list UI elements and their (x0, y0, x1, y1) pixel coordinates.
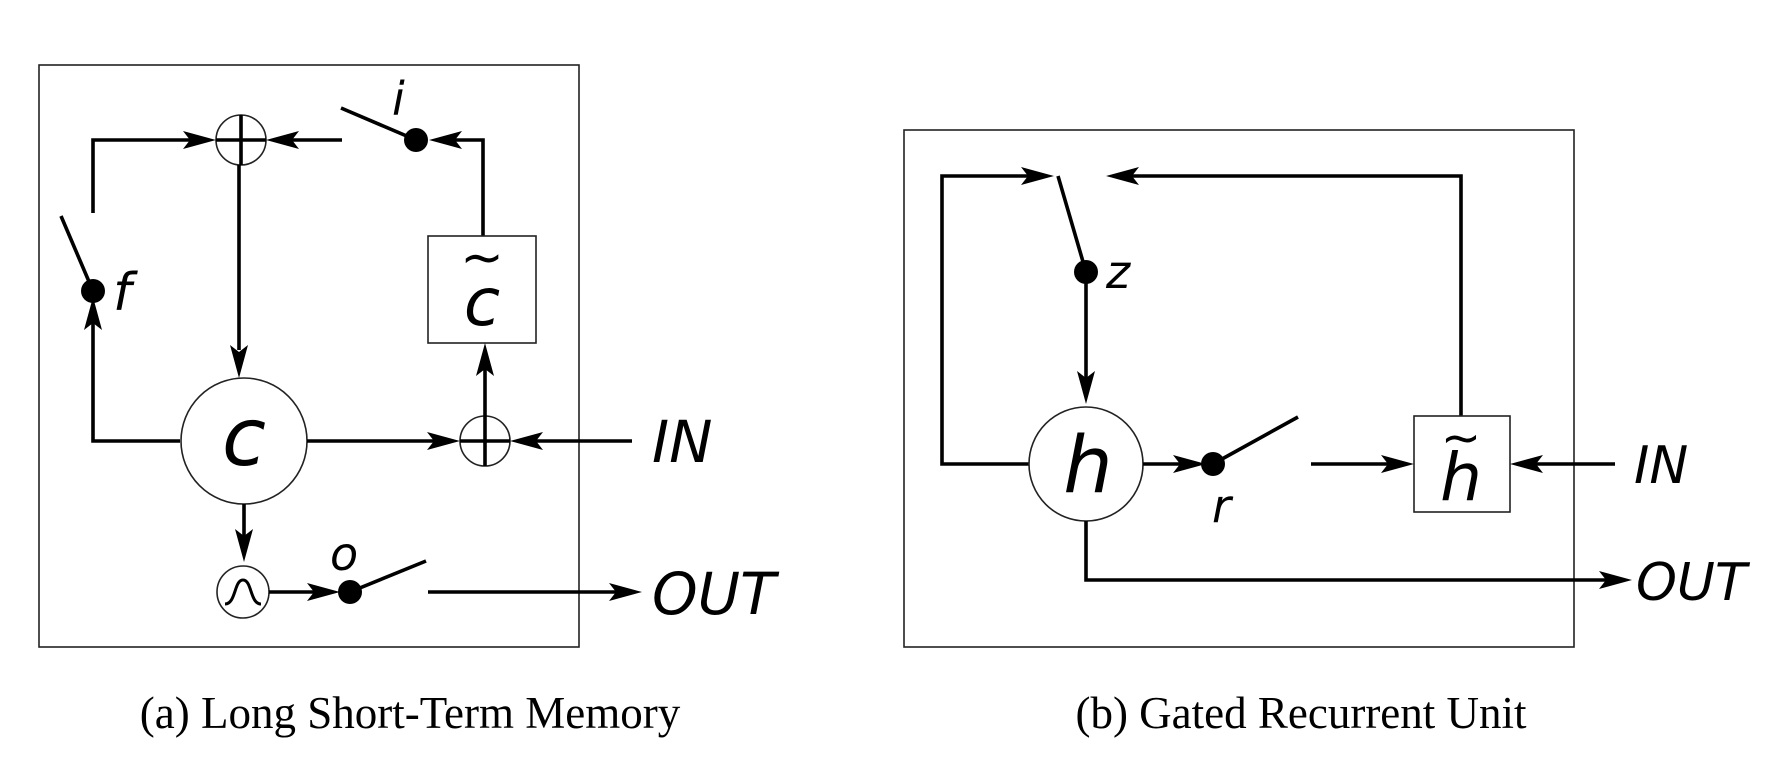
arrow-left-to-bottom-sum (510, 432, 543, 450)
output-switch-blade (349, 559, 427, 594)
arrow-down-to-state (1077, 371, 1095, 404)
reset-gate-label: r (1212, 479, 1234, 533)
update-switch-blade (1056, 175, 1088, 273)
input-gate-label: i (392, 72, 405, 126)
lstm-top-left-wire (91, 138, 200, 213)
arrow-right-to-top-sum (183, 131, 216, 149)
lstm-input-label: IN (652, 408, 713, 476)
arrow-left-to-top-sum (266, 131, 299, 149)
lstm-diagram: i f ~ c c IN (38, 64, 780, 738)
gru-frame (903, 129, 1575, 648)
lstm-frame (38, 64, 580, 648)
arrow-down-to-cell (230, 345, 248, 378)
candidate-label: c (464, 264, 500, 341)
update-gate-label: z (1105, 245, 1131, 299)
sigmoid-icon (216, 565, 270, 619)
gru-candidate-box (1413, 415, 1511, 513)
gru-loop-wire (940, 174, 1035, 466)
candidate-box (427, 235, 537, 344)
reset-gate-dot (1201, 452, 1225, 476)
gru-candidate-tilde: ~ (1441, 410, 1481, 466)
arrow-up-to-candidate (476, 343, 494, 376)
candidate-feedback-wire (1125, 174, 1463, 416)
lstm-caption: (a) Long Short-Term Memory (140, 688, 681, 738)
output-gate-label: o (330, 527, 358, 581)
reset-switch-blade (1212, 415, 1299, 466)
input-gate-dot (404, 128, 428, 152)
gru-diagram: z h r ~ h IN OUT (b) Gated Recurrent Uni… (903, 129, 1751, 738)
arrow-right-to-candidate (1381, 455, 1414, 473)
arrow-down-to-activation (235, 529, 253, 562)
forget-gate-label: f (113, 263, 138, 323)
arrow-left-to-input-gate (429, 131, 462, 149)
input-switch-blade (340, 106, 417, 142)
arrow-right-to-update-gate (1021, 167, 1054, 185)
top-sum-node (215, 114, 267, 166)
gru-candidate-label: h (1440, 439, 1482, 516)
arrow-left-to-update-gate (1106, 167, 1139, 185)
arrow-left-to-candidate (1510, 455, 1543, 473)
gru-output-label: OUT (1636, 553, 1751, 613)
candidate-tilde: ~ (460, 228, 504, 288)
gru-output-wire (1084, 521, 1612, 582)
forget-gate-dot (81, 279, 105, 303)
candidate-to-input-gate-wire (445, 138, 485, 236)
forget-switch-blade (59, 215, 95, 292)
arrow-right-to-out (609, 583, 642, 601)
arrow-right-to-bottom-sum (427, 432, 460, 450)
gru-caption: (b) Gated Recurrent Unit (1075, 688, 1527, 738)
bottom-sum-node (459, 415, 511, 467)
cell-label: c (222, 391, 266, 484)
lstm-output-label: OUT (652, 560, 780, 628)
arrow-up-to-forget (84, 297, 102, 330)
output-gate-dot (338, 580, 362, 604)
arrow-right-to-gru-out (1599, 571, 1632, 589)
lstm-loop-wire (91, 313, 180, 443)
arrow-right-to-reset-gate (1173, 455, 1206, 473)
gru-input-label: IN (1634, 436, 1688, 496)
arrow-right-to-output-gate (307, 583, 340, 601)
state-label: h (1063, 421, 1112, 511)
